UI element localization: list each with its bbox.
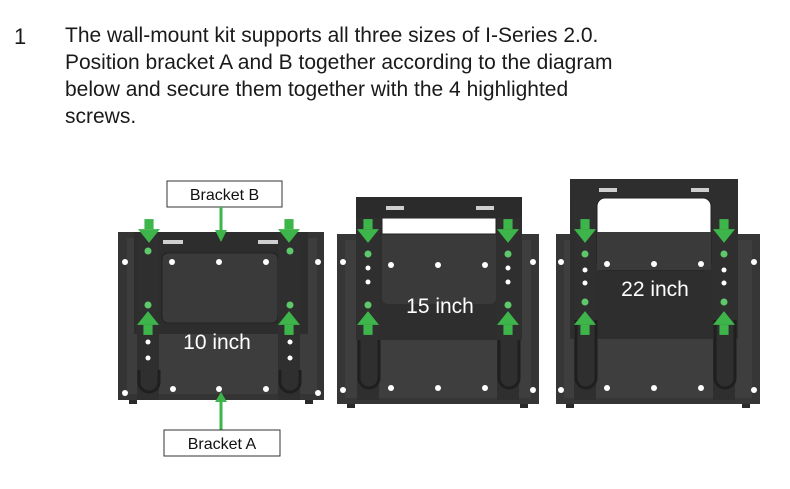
instruction-line: screws.: [65, 105, 137, 128]
bracket-a-label: Bracket A: [188, 436, 257, 453]
bracket-assembly-22-inch: 22 inch: [556, 179, 760, 408]
instruction-line: below and secure them together with the …: [65, 78, 569, 101]
instruction-text: The wall-mount kit supports all three si…: [65, 22, 685, 130]
size-label-15-inch: 15 inch: [406, 295, 474, 318]
bracket-assembly-15-inch: 15 inch: [337, 197, 539, 408]
instruction-line: The wall-mount kit supports all three si…: [65, 24, 599, 47]
instruction-line: Position bracket A and B together accord…: [65, 51, 613, 74]
bracket-b-callout: Bracket B: [166, 180, 283, 242]
bracket-b-label: Bracket B: [190, 187, 259, 204]
bracket-a-callout: Bracket A: [163, 392, 281, 457]
step-number: 1: [14, 24, 27, 49]
size-label-22-inch: 22 inch: [621, 278, 689, 301]
size-label-10-inch: 10 inch: [183, 331, 251, 354]
bracket-assembly-10-inch: 10 inch: [118, 219, 324, 404]
